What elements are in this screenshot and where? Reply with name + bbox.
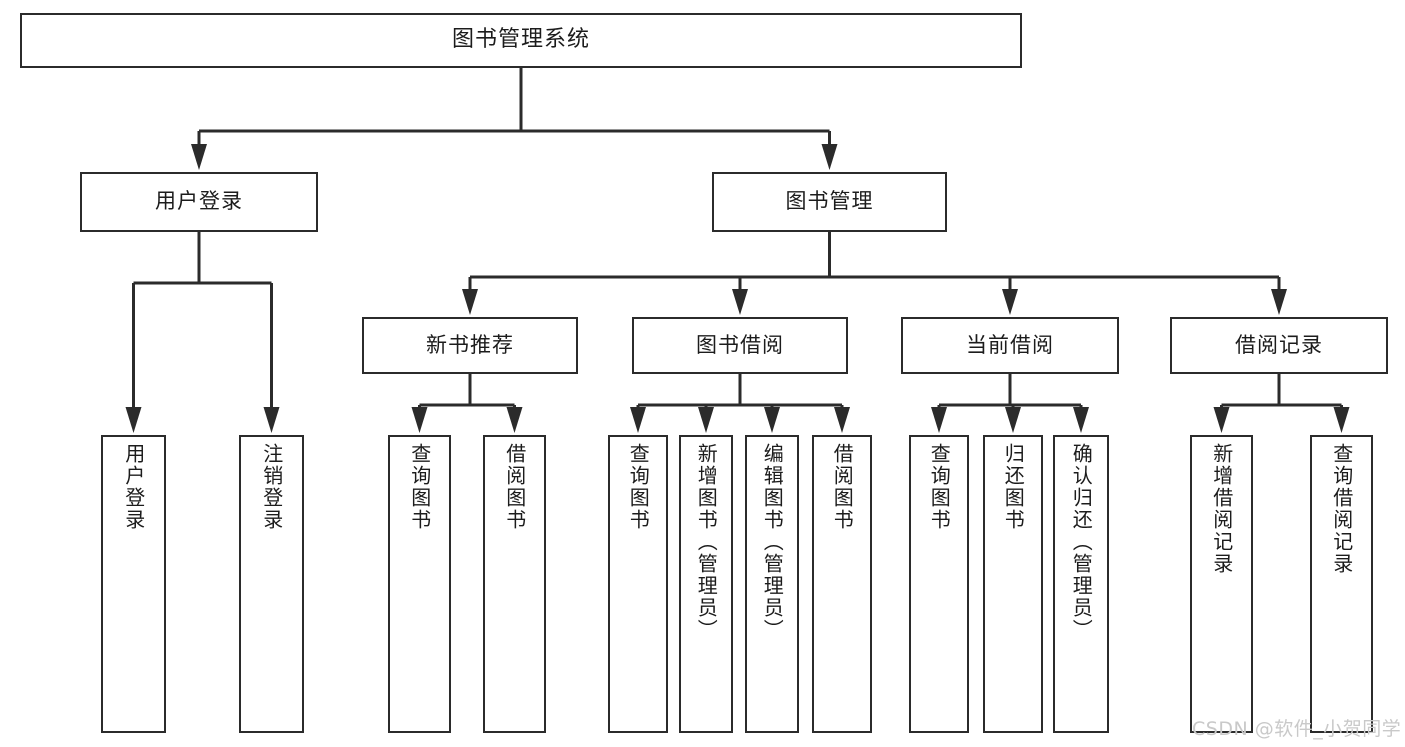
node-root-label: 图书管理系统	[451, 27, 590, 53]
node-leaf-logout[interactable]: 注销登录	[239, 435, 304, 733]
node-leaf-borrow-book-1-label: 借阅图书	[502, 443, 527, 531]
node-new-book-recommend-label: 新书推荐	[426, 332, 514, 357]
node-leaf-add-book-label: 新增图书（管理员）	[694, 443, 719, 641]
node-leaf-query-book-1-label: 查询图书	[407, 443, 432, 531]
node-user-login-label: 用户登录	[155, 189, 243, 214]
node-leaf-borrow-book-2[interactable]: 借阅图书	[812, 435, 872, 733]
node-leaf-query-book-2[interactable]: 查询图书	[608, 435, 668, 733]
node-leaf-return-book-label: 归还图书	[1001, 443, 1026, 531]
node-leaf-add-record[interactable]: 新增借阅记录	[1190, 435, 1253, 733]
node-leaf-edit-book[interactable]: 编辑图书（管理员）	[745, 435, 799, 733]
node-leaf-return-book[interactable]: 归还图书	[983, 435, 1043, 733]
node-leaf-user-login-label: 用户登录	[121, 443, 146, 531]
node-book-manage-label: 图书管理	[785, 189, 874, 214]
node-leaf-confirm-return-label: 确认归还（管理员）	[1069, 443, 1094, 641]
node-borrow-record[interactable]: 借阅记录	[1170, 317, 1388, 374]
node-user-login[interactable]: 用户登录	[80, 172, 318, 232]
node-leaf-edit-book-label: 编辑图书（管理员）	[760, 443, 785, 641]
node-leaf-query-book-3[interactable]: 查询图书	[909, 435, 969, 733]
node-current-borrow[interactable]: 当前借阅	[901, 317, 1119, 374]
node-new-book-recommend[interactable]: 新书推荐	[362, 317, 578, 374]
node-book-borrow-label: 图书借阅	[696, 332, 784, 357]
node-current-borrow-label: 当前借阅	[966, 332, 1054, 357]
node-leaf-add-book[interactable]: 新增图书（管理员）	[679, 435, 733, 733]
node-leaf-query-record-label: 查询借阅记录	[1329, 443, 1354, 575]
node-leaf-query-book-2-label: 查询图书	[626, 443, 651, 531]
node-leaf-query-book-1[interactable]: 查询图书	[388, 435, 451, 733]
node-book-manage[interactable]: 图书管理	[712, 172, 947, 232]
node-book-borrow[interactable]: 图书借阅	[632, 317, 848, 374]
node-leaf-confirm-return[interactable]: 确认归还（管理员）	[1053, 435, 1109, 733]
node-leaf-borrow-book-1[interactable]: 借阅图书	[483, 435, 546, 733]
node-leaf-user-login[interactable]: 用户登录	[101, 435, 166, 733]
node-leaf-query-book-3-label: 查询图书	[927, 443, 952, 531]
node-leaf-borrow-book-2-label: 借阅图书	[830, 443, 855, 531]
node-borrow-record-label: 借阅记录	[1235, 332, 1323, 357]
node-root[interactable]: 图书管理系统	[20, 13, 1022, 68]
node-leaf-logout-label: 注销登录	[259, 443, 284, 531]
node-leaf-query-record[interactable]: 查询借阅记录	[1310, 435, 1373, 733]
node-leaf-add-record-label: 新增借阅记录	[1209, 443, 1234, 575]
